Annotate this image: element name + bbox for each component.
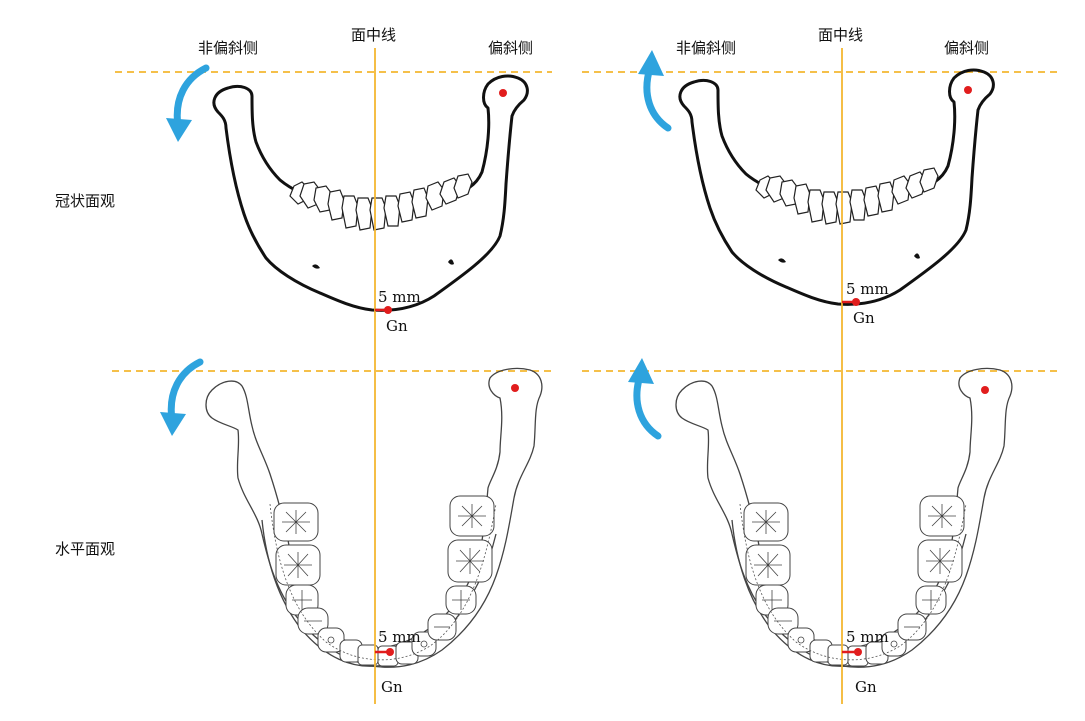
- gn-point-top-right: [852, 298, 860, 306]
- coronal-mandible-right: [678, 68, 995, 306]
- condyle-point-top-right: [964, 86, 972, 94]
- horizontal-mandible-left: [205, 367, 543, 668]
- gn-label-bottom-left: Gn: [381, 678, 403, 696]
- distance-label-bottom-left: 5 mm: [378, 628, 421, 646]
- curved-arrow-down-icon: [166, 68, 206, 142]
- coronal-mandible-left: [212, 74, 529, 312]
- label-coronal-view: 冠状面观: [55, 192, 115, 210]
- gn-point-top-left: [384, 306, 392, 314]
- gn-point-bottom-left: [386, 648, 394, 656]
- gn-point-bottom-right: [854, 648, 862, 656]
- condyle-point-bottom-left: [511, 384, 519, 392]
- label-non-deviated-side-right: 非偏斜侧: [676, 39, 736, 57]
- distance-label-bottom-right: 5 mm: [846, 628, 889, 646]
- condyle-point-top-left: [499, 89, 507, 97]
- label-deviated-side-right: 偏斜侧: [944, 39, 989, 57]
- gn-label-bottom-right: Gn: [855, 678, 877, 696]
- label-facial-midline-right: 面中线: [818, 26, 863, 44]
- label-deviated-side-left: 偏斜侧: [488, 39, 533, 57]
- curved-arrow-up-icon: [628, 358, 658, 436]
- distance-label-top-right: 5 mm: [846, 280, 889, 298]
- label-non-deviated-side-left: 非偏斜侧: [198, 39, 258, 57]
- gn-label-top-right: Gn: [853, 309, 875, 327]
- curved-arrow-up-icon: [638, 50, 668, 128]
- distance-label-top-left: 5 mm: [378, 288, 421, 306]
- label-facial-midline-left: 面中线: [351, 26, 396, 44]
- condyle-point-bottom-right: [981, 386, 989, 394]
- label-horizontal-view: 水平面观: [55, 540, 115, 558]
- gn-label-top-left: Gn: [386, 317, 408, 335]
- curved-arrow-down-icon: [160, 362, 200, 436]
- horizontal-mandible-right: [675, 367, 1013, 668]
